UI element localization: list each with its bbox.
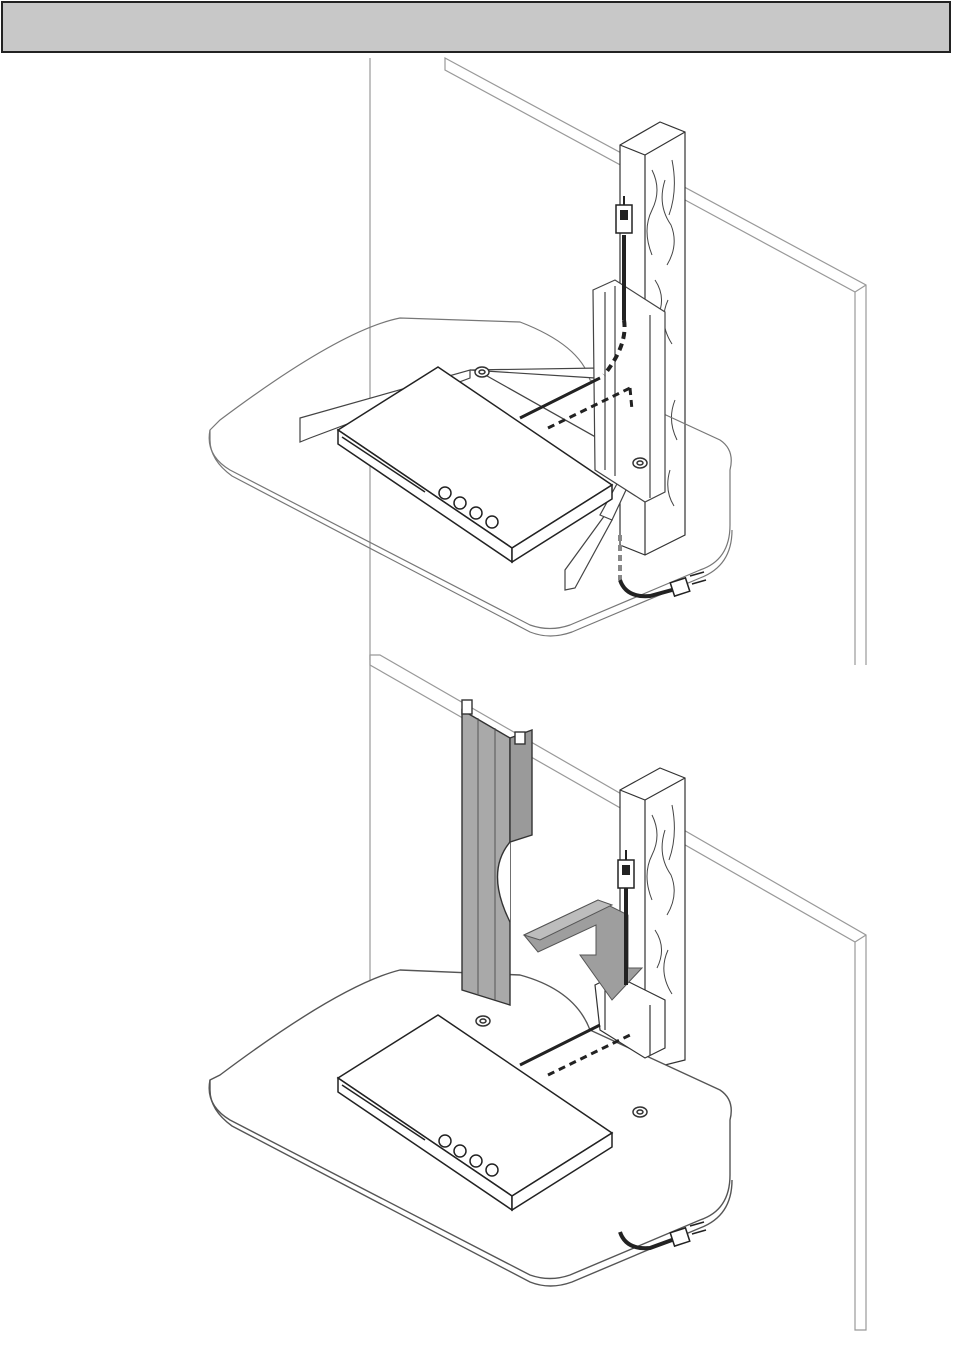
cable-cover [462,700,532,1005]
header-bar [1,1,951,53]
illustration-route-cables [0,55,954,665]
illustration-attach-cover [0,650,954,1350]
